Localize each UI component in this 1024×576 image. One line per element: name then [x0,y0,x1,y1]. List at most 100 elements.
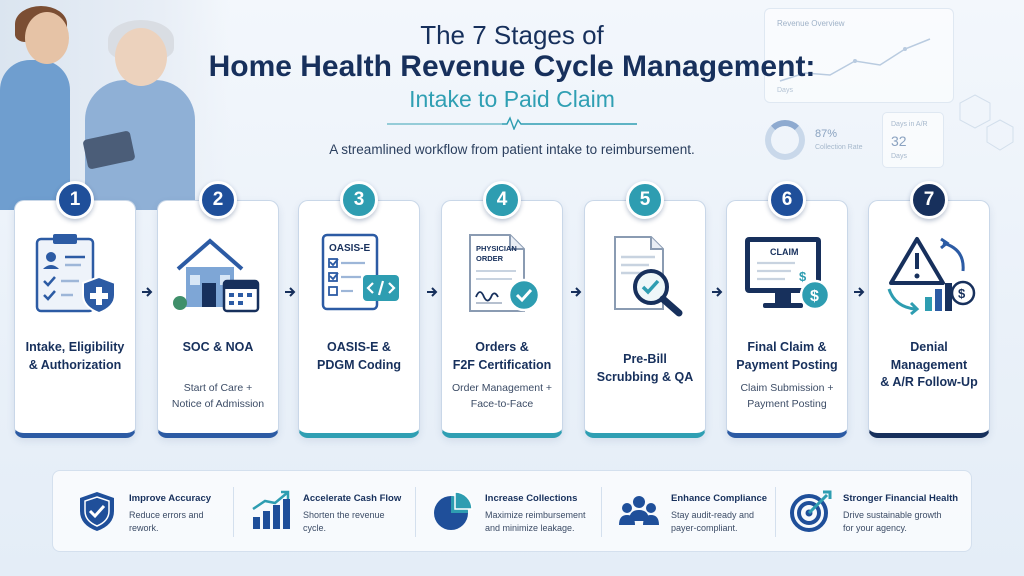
stage-4-title: Orders & F2F Certification [446,339,558,374]
arrow-right-icon [712,287,723,297]
benefit-2-desc: Shorten the revenue cycle. [303,509,418,535]
stage-2-description: Start of Care + Notice of Admission [162,381,274,413]
days-in-ar-label: Days in A/R [891,121,928,128]
stage-6-desc-line-2: Payment Posting [747,397,827,410]
title-line-1: The 7 Stages of [420,20,604,50]
stage-card-3: OASIS-E OASIS-E & PDGM Coding [298,200,420,438]
pie-chart-icon [434,491,473,530]
people-group-icon [619,496,659,525]
stage-7-title: Denial Management & A/R Follow-Up [873,339,985,392]
benefit-1-desc: Reduce errors and rework. [129,509,244,535]
benefit-3-desc-line-2: and minimize leakage. [485,523,575,534]
benefit-4-desc: Stay audit-ready and payer-compliant. [671,509,786,535]
stage-7-title-line-2: & A/R Follow-Up [880,375,978,389]
title-line-3: Intake to Paid Claim [409,86,615,112]
stage-3-title-line-2: PDGM Coding [316,357,401,372]
benefit-2-title: Accelerate Cash Flow [303,493,402,504]
svg-text:$: $ [799,269,807,284]
stage-card-5: Pre-Bill Scrubbing & QA [584,200,706,438]
stage-badge-4: 4 [483,181,521,219]
stage-4-desc-line-2: Face-to-Face [470,397,534,410]
oasis-icon-text: OASIS-E [329,243,370,254]
stage-1-title-line-1: Intake, Eligibility [25,340,125,354]
svg-text:$: $ [958,286,966,301]
stage-7-title-line-1: Denial Management [890,340,968,372]
arrow-right-icon [285,287,296,297]
benefit-1-title: Improve Accuracy [129,493,212,504]
physician-order-text-2: ORDER [476,254,504,263]
benefit-4-desc-line-1: Stay audit-ready and [671,510,755,520]
stage-3-title: OASIS-E & PDGM Coding [303,339,415,374]
benefit-2-desc-line-1: Shorten the revenue [303,510,385,520]
arrow-right-icon [854,287,865,297]
stage-4-title-line-2: F2F Certification [452,357,552,372]
stage-6-title-line-1: Final Claim & [747,340,827,354]
benefit-5-title: Stronger Financial Health [843,493,959,504]
stage-6-title: Final Claim & Payment Posting [731,339,843,374]
days-in-ar-unit: Days [891,153,907,160]
stage-1-title: Intake, Eligibility & Authorization [19,339,131,374]
benefit-4-desc-line-2: payer-compliant. [671,523,738,534]
arrow-right-icon [142,287,153,297]
stage-6-description: Claim Submission + Payment Posting [731,381,843,413]
stage-card-6: CLAIM $ $ Final Claim & Payment Posting … [726,200,848,438]
benefit-5-desc-line-1: Drive sustainable growth [843,510,942,520]
benefit-4-title: Enhance Compliance [671,493,768,504]
shield-check-icon [80,492,114,531]
stage-card-4: PHYSICIAN ORDER Orders & F2F Certificati… [441,200,563,438]
stage-badge-5: 5 [626,181,664,219]
stage-2-title: SOC & NOA [162,339,274,357]
stage-3-title-line-1: OASIS-E & [327,340,391,354]
benefit-5-desc: Drive sustainable growth for your agency… [843,509,968,535]
physician-order-text-1: PHYSICIAN [476,244,517,253]
revenue-overview-panel: Revenue Overview Days [764,8,954,103]
stage-badge-2: 2 [199,181,237,219]
stage-4-description: Order Management + Face-to-Face [446,381,558,413]
benefit-1-desc-line-1: Reduce errors and [129,510,204,520]
benefit-5-desc-line-2: for your agency. [843,523,907,534]
stage-2-desc-line-1: Start of Care + [183,382,253,394]
arrow-right-icon [571,287,582,297]
benefit-3-title: Increase Collections [485,493,578,504]
stage-6-desc-line-1: Claim Submission + [740,382,834,394]
stage-badge-3: 3 [340,181,378,219]
arrow-right-icon [427,287,438,297]
stage-4-title-line-1: Orders & [475,340,529,354]
house-calendar-icon [173,238,260,313]
benefits-strip: Improve Accuracy Reduce errors and rewor… [52,470,972,552]
benefit-divider [775,487,776,537]
svg-text:$: $ [810,288,819,305]
collection-rate-ring-icon [765,120,805,160]
stage-card-7: $ Denial Management & A/R Follow-Up [868,200,990,438]
collection-rate-value: 87% [815,128,838,140]
days-in-ar-panel: Days in A/R 32 Days [882,112,944,168]
revenue-trend-line-icon [779,38,931,82]
stage-badge-7: 7 [910,181,948,219]
physician-order-icon: PHYSICIAN ORDER [469,234,541,312]
clipboard-shield-icon [35,234,116,315]
stage-5-title-line-1: Pre-Bill [623,352,667,366]
claim-icon-text: CLAIM [770,247,799,257]
benefit-3-desc-line-1: Maximize reimbursement [485,510,586,520]
warning-cycle-icon: $ [887,237,976,316]
subtitle: A streamlined workflow from patient inta… [329,142,695,157]
benefit-divider [233,487,234,537]
revenue-overview-label: Revenue Overview [777,19,845,28]
stage-5-title-line-2: Scrubbing & QA [596,369,694,384]
collection-rate-caption: Collection Rate [815,144,863,151]
revenue-overview-footer: Days [777,87,793,94]
stage-6-title-line-2: Payment Posting [736,357,838,372]
hero-photo-nurse-patient [0,0,230,210]
oasis-code-icon: OASIS-E [321,233,399,311]
benefit-divider [415,487,416,537]
benefit-divider [601,487,602,537]
stage-4-desc-line-1: Order Management + [451,382,553,394]
stage-card-1: Intake, Eligibility & Authorization [14,200,136,438]
stage-card-2: SOC & NOA Start of Care + Notice of Admi… [157,200,279,438]
benefit-1-desc-line-2: rework. [129,523,159,534]
hexagon-decoration-icon [959,94,1014,151]
document-magnifier-icon [614,236,683,317]
stage-5-title: Pre-Bill Scrubbing & QA [589,351,701,386]
benefit-2-desc-line-2: cycle. [303,523,327,534]
claim-monitor-icon: CLAIM $ $ [745,237,831,311]
